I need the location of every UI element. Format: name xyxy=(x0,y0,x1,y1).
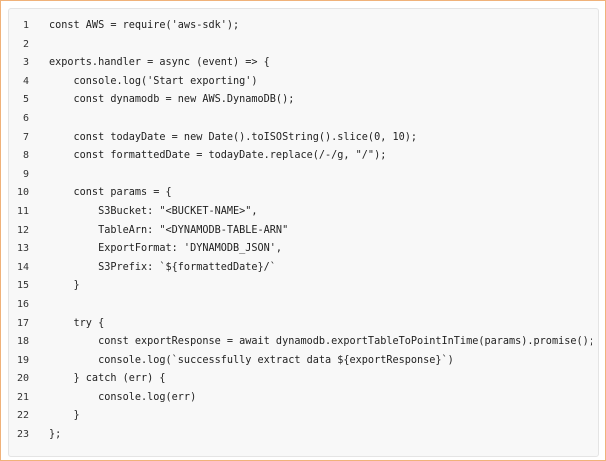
code-line: 18 const exportResponse = await dynamodb… xyxy=(9,333,598,352)
code-line: 3 exports.handler = async (event) => { xyxy=(9,54,598,73)
code-text: const params = { xyxy=(49,187,172,199)
code-text: TableArn: "<DYNAMODB-TABLE-ARN" xyxy=(49,224,289,236)
code-line: 11 S3Bucket: "<BUCKET-NAME>", xyxy=(9,203,598,222)
code-line: 16 xyxy=(9,296,598,315)
line-number: 20 xyxy=(16,373,29,385)
line-number: 23 xyxy=(16,429,29,441)
line-number: 22 xyxy=(16,410,29,422)
code-line: 22 } xyxy=(9,407,598,426)
line-number: 9 xyxy=(22,168,29,180)
line-number: 12 xyxy=(16,224,29,236)
code-text: S3Bucket: "<BUCKET-NAME>", xyxy=(49,205,258,217)
code-text: S3Prefix: `${formattedDate}/` xyxy=(49,261,276,273)
line-number: 21 xyxy=(16,391,29,403)
code-line: 20 } catch (err) { xyxy=(9,370,598,389)
code-line: 19 console.log(`successfully extract dat… xyxy=(9,352,598,371)
code-text: console.log('Start exporting') xyxy=(49,75,258,87)
code-text: } xyxy=(49,410,80,422)
line-number: 3 xyxy=(22,57,29,69)
code-text: } xyxy=(49,280,80,292)
code-text: console.log(err) xyxy=(49,391,197,403)
code-line: 4 console.log('Start exporting') xyxy=(9,73,598,92)
code-text: try { xyxy=(49,317,105,329)
code-line: 7 const todayDate = new Date().toISOStri… xyxy=(9,129,598,148)
code-text: const todayDate = new Date().toISOString… xyxy=(49,131,418,143)
code-line: 1 const AWS = require('aws-sdk'); xyxy=(9,17,598,36)
line-number: 4 xyxy=(22,75,29,87)
code-text: } catch (err) { xyxy=(49,373,166,385)
code-text: const AWS = require('aws-sdk'); xyxy=(49,20,240,31)
code-line: 10 const params = { xyxy=(9,184,598,203)
code-line: 17 try { xyxy=(9,315,598,334)
code-text: const formattedDate = todayDate.replace(… xyxy=(49,150,387,162)
line-number: 7 xyxy=(22,131,29,143)
line-number: 14 xyxy=(16,261,29,273)
code-line: 5 const dynamodb = new AWS.DynamoDB(); xyxy=(9,91,598,110)
line-number: 15 xyxy=(16,280,29,292)
code-text: const dynamodb = new AWS.DynamoDB(); xyxy=(49,94,295,106)
code-text: ExportFormat: 'DYNAMODB_JSON', xyxy=(49,243,283,255)
line-number: 10 xyxy=(16,187,29,199)
code-line: 15 } xyxy=(9,277,598,296)
code-line: 2 xyxy=(9,36,598,55)
code-text: const exportResponse = await dynamodb.ex… xyxy=(49,336,592,348)
line-number: 6 xyxy=(22,112,29,124)
code-text: exports.handler = async (event) => { xyxy=(49,57,270,69)
code-line: 23}; xyxy=(9,426,598,445)
code-line: 14 S3Prefix: `${formattedDate}/` xyxy=(9,259,598,278)
code-line: 9 xyxy=(9,166,598,185)
code-text: console.log(`successfully extract data $… xyxy=(49,354,454,366)
code-line: 12 TableArn: "<DYNAMODB-TABLE-ARN" xyxy=(9,222,598,241)
line-number: 19 xyxy=(16,354,29,366)
code-line: 8 const formattedDate = todayDate.replac… xyxy=(9,147,598,166)
line-number: 18 xyxy=(16,336,29,348)
code-line: 13 ExportFormat: 'DYNAMODB_JSON', xyxy=(9,240,598,259)
line-number: 2 xyxy=(22,38,29,50)
line-number: 13 xyxy=(16,243,29,255)
line-number: 5 xyxy=(22,94,29,106)
code-line: 21 console.log(err) xyxy=(9,389,598,408)
line-number: 8 xyxy=(22,150,29,162)
line-number: 11 xyxy=(16,205,29,217)
line-number: 1 xyxy=(22,20,29,31)
line-number: 17 xyxy=(16,317,29,329)
code-line: 6 xyxy=(9,110,598,129)
line-number: 16 xyxy=(16,298,29,310)
code-text: }; xyxy=(49,429,62,441)
